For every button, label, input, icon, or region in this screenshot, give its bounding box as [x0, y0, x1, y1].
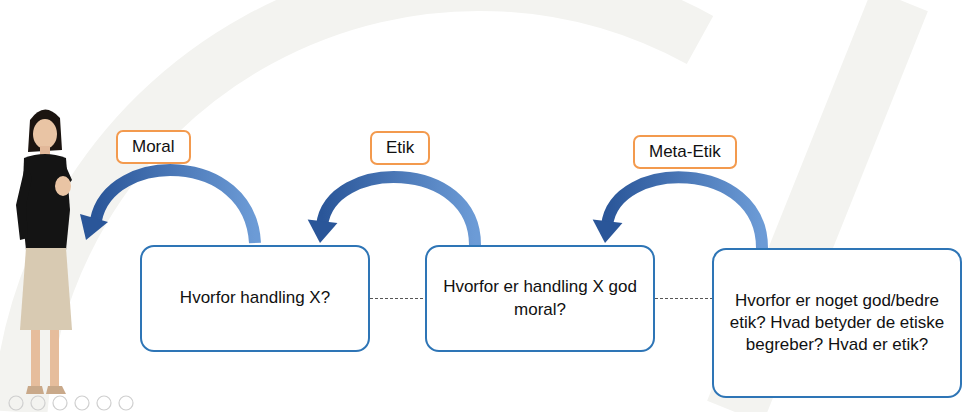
arrow-head — [593, 219, 623, 243]
woman-figure — [16, 109, 72, 394]
dashed-link — [370, 298, 425, 299]
moral-arrow — [80, 170, 255, 243]
label-tag: Meta-Etik — [633, 135, 737, 169]
connector — [308, 177, 475, 245]
node-text: Hvorfor handling X? — [180, 287, 330, 309]
curved-arrow — [322, 177, 475, 245]
question-box: Hvorfor er noget god/bedre etik? Hvad be… — [712, 248, 962, 398]
dashed-link — [655, 298, 712, 299]
node-text: Hvorfor er handling X god moral? — [439, 276, 641, 320]
connector — [593, 177, 762, 248]
label-tag: Etik — [370, 131, 430, 165]
node-text: Meta-Etik — [649, 141, 721, 163]
question-box: Hvorfor er handling X god moral? — [425, 245, 655, 352]
question-box: Hvorfor handling X? — [140, 245, 370, 352]
connector — [655, 298, 712, 299]
arrow-head — [308, 219, 338, 243]
curved-arrow — [607, 177, 762, 248]
slide-controls — [9, 396, 133, 410]
node-text: Moral — [132, 136, 175, 158]
watermark-arc — [20, 0, 700, 412]
label-tag: Moral — [116, 130, 191, 164]
node-text: Etik — [386, 137, 414, 159]
connector — [370, 298, 425, 299]
node-text: Hvorfor er noget god/bedre etik? Hvad be… — [726, 290, 948, 356]
